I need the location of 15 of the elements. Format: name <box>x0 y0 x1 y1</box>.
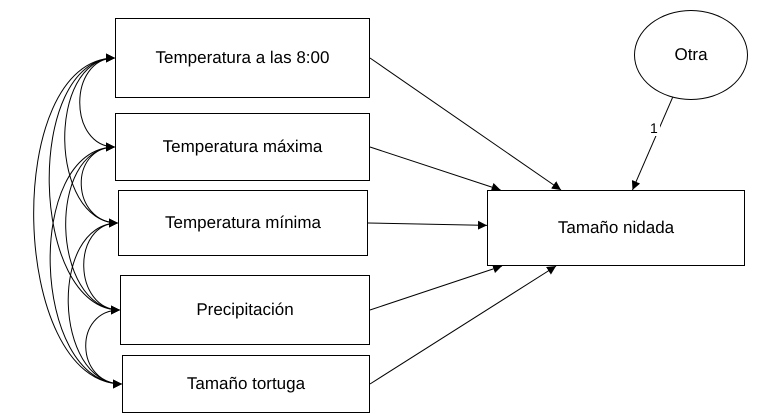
arrow <box>370 264 502 310</box>
covariance-arrow <box>85 306 122 388</box>
variable-box: Temperatura mínima <box>118 190 368 256</box>
variable-box: Tamaño nidada <box>487 190 745 266</box>
error-ellipse: Otra <box>634 10 748 100</box>
variable-box: Tamaño tortuga <box>122 355 370 413</box>
arrow <box>370 266 557 384</box>
variable-box: Temperatura a las 8:00 <box>115 18 370 98</box>
arrow <box>370 58 562 190</box>
variable-box: Temperatura máxima <box>115 113 370 181</box>
arrow <box>370 146 502 192</box>
arrow <box>368 220 488 230</box>
variable-box: Precipitación <box>120 275 370 345</box>
edge-label: 1 <box>648 120 660 136</box>
arrow <box>632 97 674 190</box>
